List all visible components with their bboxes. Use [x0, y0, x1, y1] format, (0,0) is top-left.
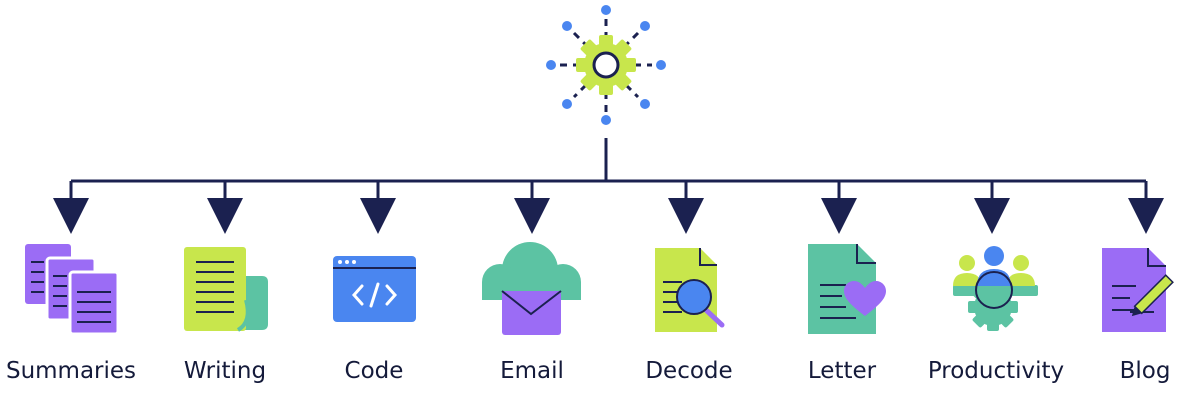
scroll-icon — [184, 247, 268, 332]
document-heart-icon — [808, 244, 886, 334]
item-label-summaries: Summaries — [6, 358, 136, 384]
item-label-blog: Blog — [1120, 358, 1171, 384]
item-label-letter: Letter — [808, 358, 877, 384]
document-pen-icon — [1102, 248, 1174, 332]
item-labels: Summaries Writing Code Email Decode Lett… — [6, 358, 1170, 384]
connector-lines — [53, 138, 1164, 234]
item-label-writing: Writing — [184, 358, 266, 384]
item-label-code: Code — [345, 358, 404, 384]
item-label-email: Email — [500, 358, 564, 384]
code-window-icon — [333, 256, 416, 322]
gear-sparkle-icon — [546, 5, 666, 125]
item-label-productivity: Productivity — [928, 358, 1064, 384]
team-gear-icon — [953, 246, 1038, 331]
item-label-decode: Decode — [645, 358, 732, 384]
document-magnifier-icon — [655, 248, 725, 332]
cloud-envelope-icon — [482, 242, 581, 335]
documents-stack-icon — [25, 244, 120, 336]
